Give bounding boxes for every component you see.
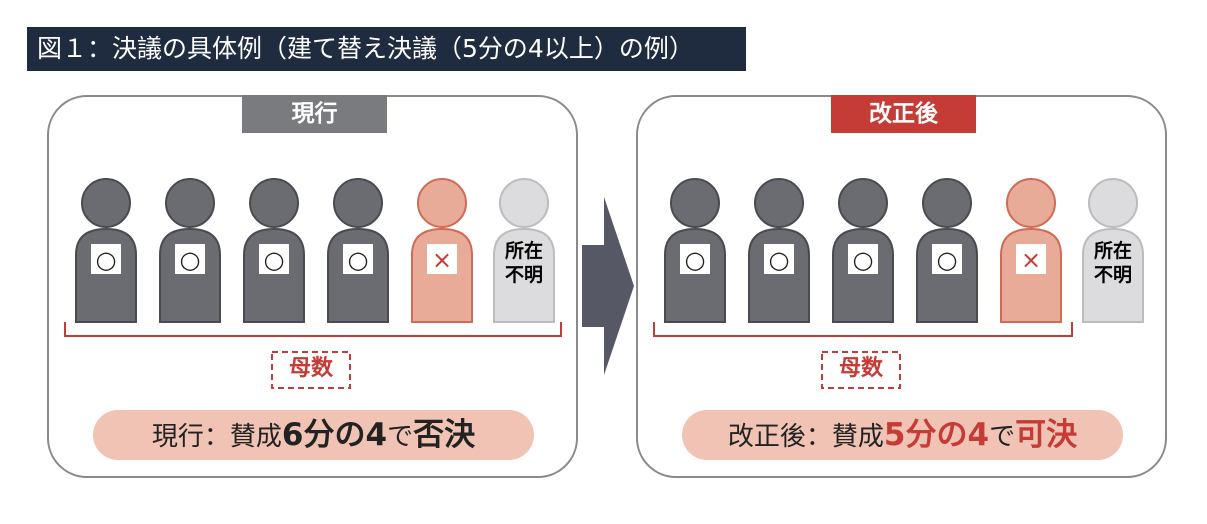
current-people-group: ○ ○ ○ ○ × 所在 不明	[75, 178, 555, 323]
figure-title: 図１：決議の具体例（建て替え決議（5分の4以上）の例）	[27, 27, 746, 71]
current-result-pill: 現行：賛成6分の4で否決	[93, 410, 534, 460]
result-prefix: 改正後：賛成	[727, 422, 884, 452]
agree-mark: ○	[853, 246, 874, 274]
denominator-box	[271, 351, 351, 389]
denominator-bracket	[653, 322, 1073, 337]
agree-mark: ○	[937, 246, 958, 274]
agree-mark: ○	[685, 246, 706, 274]
arrow-right-icon	[582, 197, 634, 375]
current-tab-label: 現行	[242, 95, 387, 133]
revised-result-pill: 改正後：賛成5分の4で可決	[682, 410, 1123, 460]
owner-agree-figure-3: ○	[832, 178, 894, 323]
denominator-box	[821, 351, 901, 389]
result-fraction: 6分の4	[281, 417, 388, 453]
owner-unknown-figure: 所在 不明	[493, 178, 555, 323]
disagree-mark: ×	[432, 246, 452, 274]
owner-agree-figure-2: ○	[748, 178, 810, 323]
revised-tab-label: 改正後	[831, 95, 976, 133]
result-outcome: 可決	[1015, 417, 1078, 453]
disagree-mark: ×	[1021, 246, 1041, 274]
owner-agree-figure-4: ○	[916, 178, 978, 323]
result-prefix: 現行：賛成	[151, 422, 282, 452]
agree-mark: ○	[348, 246, 369, 274]
owner-agree-figure-3: ○	[243, 178, 305, 323]
result-outcome: 否決	[413, 417, 476, 453]
revised-panel: 改正後 ○ ○ ○ ○ ×	[636, 95, 1167, 478]
result-mid: で	[989, 422, 1016, 452]
owner-disagree-figure: ×	[411, 178, 473, 323]
agree-mark: ○	[769, 246, 790, 274]
unknown-label-line1: 所在	[1094, 239, 1132, 262]
owner-agree-figure-1: ○	[75, 178, 137, 323]
unknown-label-line2: 不明	[505, 264, 543, 286]
result-mid: で	[387, 422, 414, 452]
current-panel: 現行 ○ ○ ○ ○	[47, 95, 578, 478]
revised-people-group: ○ ○ ○ ○ × 所在 不明	[664, 178, 1144, 323]
owner-agree-figure-4: ○	[327, 178, 389, 323]
unknown-label-line2: 不明	[1094, 264, 1132, 286]
denominator-label: 母数	[288, 356, 333, 381]
owner-agree-figure-2: ○	[159, 178, 221, 323]
denominator-label: 母数	[838, 356, 883, 381]
owner-disagree-figure: ×	[1000, 178, 1062, 323]
owner-unknown-figure: 所在 不明	[1082, 178, 1144, 323]
owner-agree-figure-1: ○	[664, 178, 726, 323]
agree-mark: ○	[264, 246, 285, 274]
agree-mark: ○	[96, 246, 117, 274]
agree-mark: ○	[180, 246, 201, 274]
result-fraction: 5分の4	[883, 417, 990, 453]
unknown-label-line1: 所在	[505, 239, 543, 262]
denominator-bracket	[64, 322, 562, 337]
